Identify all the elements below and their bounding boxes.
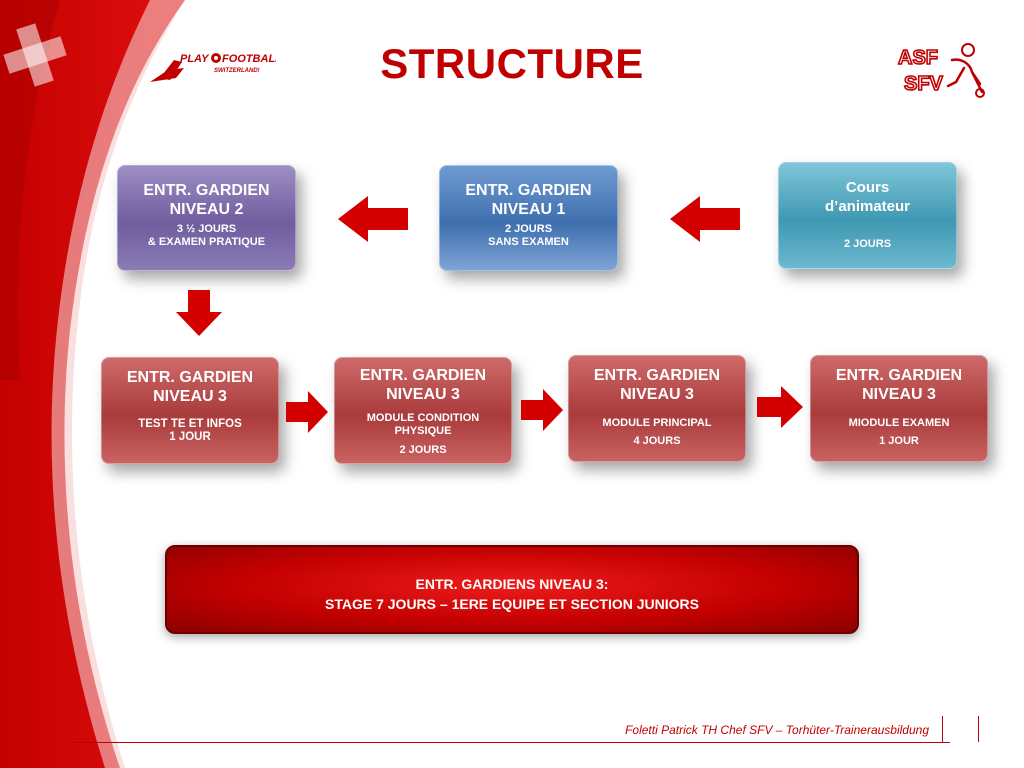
box-cours-animateur: Cours d’animateur 2 JOURS: [778, 162, 957, 269]
box-subtitle: 3 ½ JOURS & EXAMEN PRATIQUE: [147, 223, 266, 248]
box-subtitle: MODULE PRINCIPAL: [602, 417, 712, 429]
banner-line-2: STAGE 7 JOURS – 1ERE EQUIPE ET SECTION J…: [325, 596, 699, 612]
box-n3-condition: ENTR. GARDIEN NIVEAU 3 MODULE CONDITION …: [334, 357, 512, 464]
footer-divider: [70, 742, 950, 743]
box-duration: 2 JOURS: [399, 444, 447, 456]
box-n3-test: ENTR. GARDIEN NIVEAU 3 TEST TE ET INFOS …: [101, 357, 279, 464]
footer-divider-vertical: [978, 716, 979, 742]
box-title: ENTR. GARDIEN NIVEAU 1: [465, 182, 592, 218]
footer-divider-vertical: [942, 716, 943, 742]
arrow-down-icon: [176, 290, 222, 336]
swiss-cross-icon: [3, 23, 67, 87]
arrow-right-icon: [757, 386, 803, 428]
box-duration: 1 JOUR: [879, 435, 919, 447]
svg-text:PLAY: PLAY: [180, 53, 210, 65]
box-duration: 4 JOURS: [633, 435, 681, 447]
asf-sfv-logo: ASF SFV: [897, 43, 985, 98]
svg-text:FOOTBALL;: FOOTBALL;: [222, 53, 276, 65]
box-subtitle: MODULE CONDITION PHYSIQUE: [366, 412, 480, 437]
play-football-logo: PLAY FOOTBALL; SWITZERLAND!: [150, 53, 276, 82]
box-title: Cours d’animateur: [824, 179, 911, 215]
svg-text:ASF: ASF: [898, 47, 938, 69]
arrow-right-icon: [521, 389, 563, 431]
banner-line-1: ENTR. GARDIENS NIVEAU 3:: [415, 576, 609, 592]
box-gardien-niveau-2: ENTR. GARDIEN NIVEAU 2 3 ½ JOURS & EXAME…: [117, 165, 296, 271]
slide-title: STRUCTURE: [380, 40, 644, 87]
arrow-right-icon: [286, 391, 328, 433]
box-title: ENTR. GARDIEN NIVEAU 2: [143, 182, 270, 218]
arrow-left-icon: [670, 196, 740, 242]
svg-text:SFV: SFV: [904, 73, 944, 95]
box-subtitle: 2 JOURS: [843, 238, 892, 250]
box-subtitle: 2 JOURS SANS EXAMEN: [488, 223, 569, 248]
box-gardien-niveau-1: ENTR. GARDIEN NIVEAU 1 2 JOURS SANS EXAM…: [439, 165, 618, 271]
box-n3-examen: ENTR. GARDIEN NIVEAU 3 MIODULE EXAMEN 1 …: [810, 355, 988, 462]
svg-text:SWITZERLAND!: SWITZERLAND!: [214, 68, 260, 74]
box-title: ENTR. GARDIEN NIVEAU 3: [593, 367, 721, 403]
box-title: ENTR. GARDIEN NIVEAU 3: [835, 367, 963, 403]
footer-text: Foletti Patrick TH Chef SFV – Torhüter-T…: [625, 723, 929, 737]
stage-banner: ENTR. GARDIENS NIVEAU 3: STAGE 7 JOURS –…: [165, 545, 859, 634]
box-subtitle: MIODULE EXAMEN: [848, 417, 950, 429]
box-title: ENTR. GARDIEN NIVEAU 3: [359, 367, 487, 403]
box-subtitle: TEST TE ET INFOS 1 JOUR: [138, 418, 242, 443]
box-n3-principal: ENTR. GARDIEN NIVEAU 3 MODULE PRINCIPAL …: [568, 355, 746, 462]
box-title: ENTR. GARDIEN NIVEAU 3: [126, 369, 254, 405]
arrow-left-icon: [338, 196, 408, 242]
